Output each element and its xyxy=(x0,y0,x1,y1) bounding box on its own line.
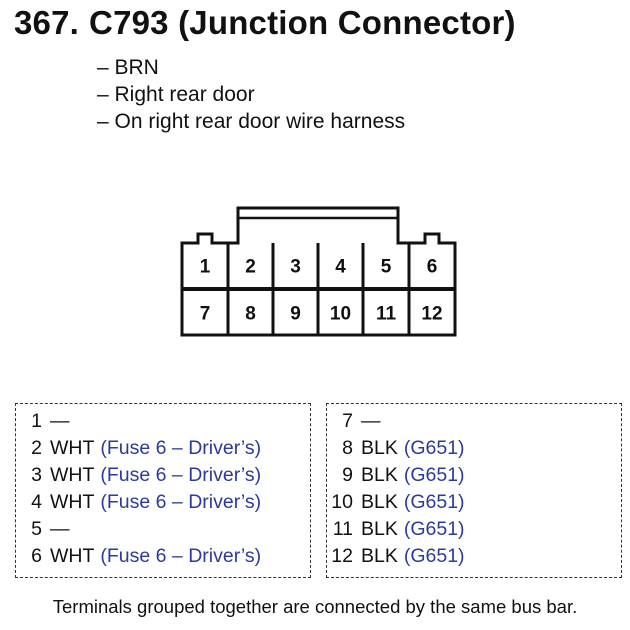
cavity-label: 5 xyxy=(381,257,392,278)
circuit-reference: (Fuse 6 – Driver’s) xyxy=(100,545,262,567)
connector-number: 367. xyxy=(14,4,80,41)
pin-number: 10 xyxy=(331,491,353,513)
pin-number: 4 xyxy=(31,491,42,513)
circuit-reference: (G651) xyxy=(403,464,465,486)
cavity-label: 3 xyxy=(290,257,301,278)
pin-row: 9 BLK(G651) xyxy=(331,464,465,487)
wire-color: — xyxy=(50,518,70,540)
bus-bar-note: Terminals grouped together are connected… xyxy=(52,596,578,617)
cavity-label: 8 xyxy=(245,304,256,325)
wire-color: — xyxy=(361,410,381,432)
wire-color: WHT xyxy=(50,437,95,459)
pin-row: 3 WHT(Fuse 6 – Driver’s) xyxy=(20,464,261,487)
connector-title: 367.C793 (Junction Connector) xyxy=(14,4,516,42)
pin-row: 1— xyxy=(20,410,76,433)
cavity-label: 12 xyxy=(421,304,442,325)
circuit-reference: (G651) xyxy=(403,545,465,567)
connector-name: C793 (Junction Connector) xyxy=(89,4,516,41)
pin-row: 7— xyxy=(331,410,387,433)
wire-color: BLK xyxy=(361,518,398,540)
pin-row: 12 BLK(G651) xyxy=(331,545,465,568)
pin-number: 3 xyxy=(31,464,42,486)
pin-number: 7 xyxy=(342,410,353,432)
pin-number: 9 xyxy=(342,464,353,486)
wire-color: — xyxy=(50,410,70,432)
cavity-label: 9 xyxy=(290,304,301,325)
description-harness: – On right rear door wire harness xyxy=(97,110,406,133)
pin-row: 8 BLK(G651) xyxy=(331,437,465,460)
pin-number: 12 xyxy=(331,545,353,567)
wire-color: WHT xyxy=(50,464,95,486)
pin-row: 4 WHT(Fuse 6 – Driver’s) xyxy=(20,491,261,514)
cavity-label: 2 xyxy=(245,257,256,278)
circuit-reference: (Fuse 6 – Driver’s) xyxy=(100,464,262,486)
circuit-reference: (G651) xyxy=(403,491,465,513)
wire-color: BLK xyxy=(361,464,398,486)
pin-number: 2 xyxy=(31,437,42,459)
pin-number: 8 xyxy=(342,437,353,459)
pin-number: 11 xyxy=(332,518,353,540)
cavity-label: 6 xyxy=(427,257,438,278)
pin-number: 6 xyxy=(31,545,42,567)
pin-row: 11 BLK(G651) xyxy=(331,518,465,541)
connector-description: – BRN – Right rear door – On right rear … xyxy=(97,54,405,135)
cavity-label: 11 xyxy=(376,304,397,325)
description-color: – BRN xyxy=(97,56,159,79)
cavity-label: 4 xyxy=(335,257,346,278)
wire-color: BLK xyxy=(361,491,398,513)
circuit-reference: (G651) xyxy=(403,518,465,540)
pin-row: 6 WHT(Fuse 6 – Driver’s) xyxy=(20,545,261,568)
circuit-reference: (G651) xyxy=(403,437,465,459)
pin-number: 5 xyxy=(31,518,42,540)
wire-color: WHT xyxy=(50,545,95,567)
pin-row: 10 BLK(G651) xyxy=(331,491,465,514)
cavity-label: 1 xyxy=(200,257,211,278)
cavity-label: 7 xyxy=(200,304,211,325)
pin-row: 2 WHT(Fuse 6 – Driver’s) xyxy=(20,437,261,460)
circuit-reference: (Fuse 6 – Driver’s) xyxy=(100,437,262,459)
pin-row: 5— xyxy=(20,518,76,541)
circuit-reference: (Fuse 6 – Driver’s) xyxy=(100,491,262,513)
wire-color: BLK xyxy=(361,545,398,567)
wire-color: WHT xyxy=(50,491,95,513)
wire-color: BLK xyxy=(361,437,398,459)
pin-number: 1 xyxy=(31,410,42,432)
connector-outline xyxy=(180,206,457,337)
description-location: – Right rear door xyxy=(97,83,255,106)
cavity-label: 10 xyxy=(330,304,351,325)
